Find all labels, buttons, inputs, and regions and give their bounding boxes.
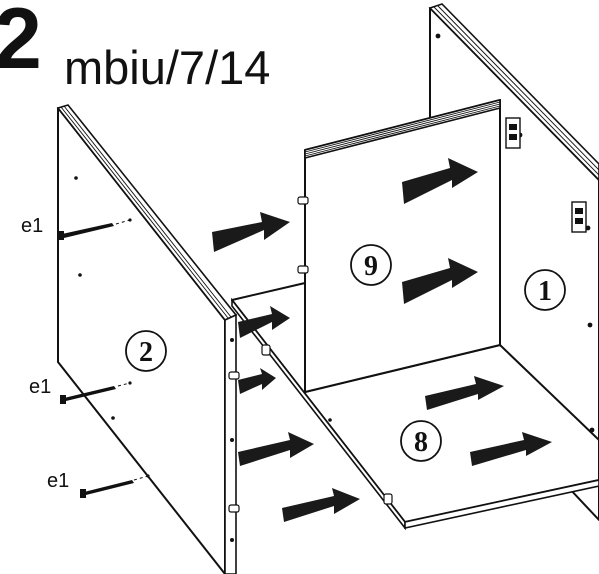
dowel-icon [297,265,309,274]
hinge-plate-icon [571,201,587,233]
arrow-right-icon [402,158,478,204]
arrow-right-icon [402,258,478,304]
dowel-icon [228,504,240,513]
screw-label: e1 [21,215,43,237]
arrow-right-icon [470,432,552,466]
part-label-side-left: 2 [139,337,153,368]
screw-e1-middle: e1 [29,376,132,404]
arrow-right-icon [282,488,360,522]
document-code: mbiu/7/14 [64,41,270,94]
hinge-plate-icon [505,117,521,149]
screw-label: e1 [47,470,69,492]
arrow-right-icon [238,368,276,394]
screw-icon [80,480,134,498]
panel-back: 9 [297,98,501,393]
panel-bottom: 8 [231,282,599,531]
step-number: 2 [0,0,42,87]
screw-icon [58,223,114,240]
panel-side-left: 2 [56,104,240,574]
arrow-right-icon [238,432,314,466]
arrow-right-icon [212,212,290,252]
dowel-icon [261,344,271,356]
dowel-icon [297,196,309,205]
arrow-right-icon [238,306,290,338]
screw-e1-top: e1 [21,215,132,240]
dowel-icon [228,371,240,380]
screw-e1-bottom: e1 [47,470,150,498]
screw-icon [60,386,116,404]
part-label-bottom: 8 [414,427,428,458]
arrow-right-icon [425,376,504,410]
dowel-icon [383,493,393,505]
part-label-side-right: 1 [538,276,552,307]
screw-label: e1 [29,376,51,398]
part-label-back: 9 [364,251,378,282]
